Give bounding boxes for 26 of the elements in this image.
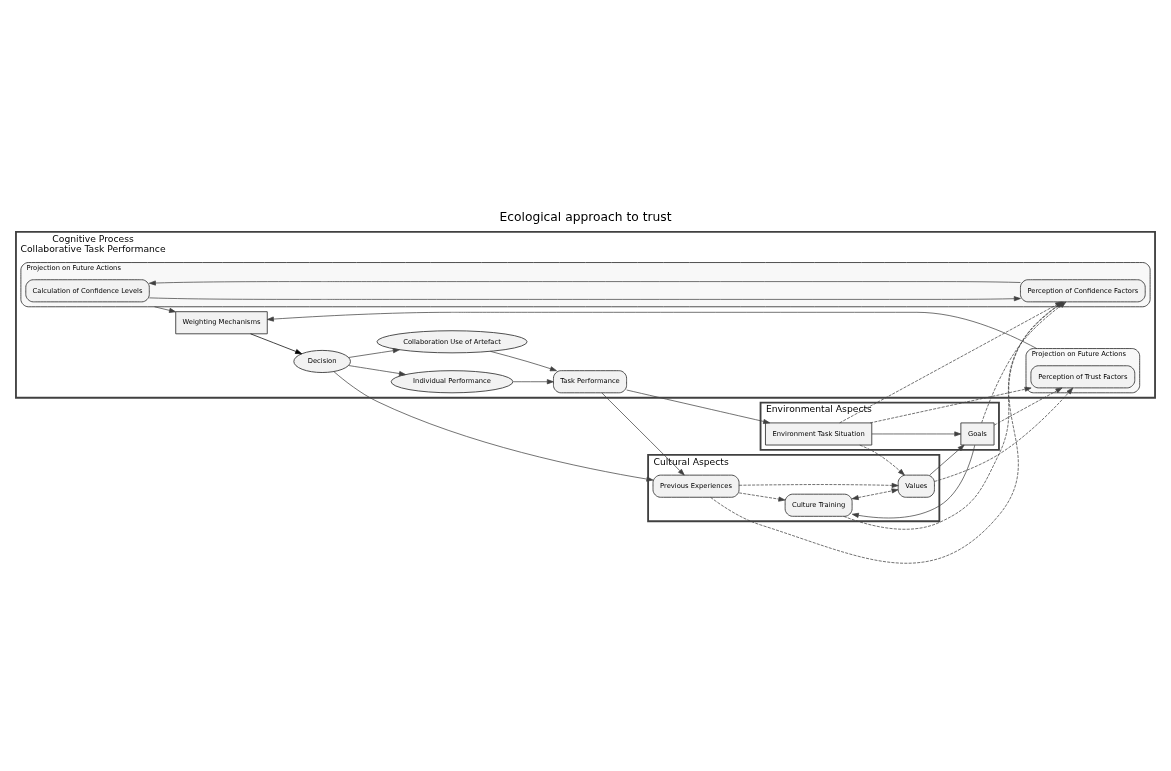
arrow	[869, 386, 1032, 423]
arrow	[710, 301, 1064, 564]
arrow	[148, 295, 1021, 301]
arrow	[148, 280, 1021, 286]
arrow	[929, 444, 965, 475]
arrow	[839, 301, 1063, 423]
arrow	[490, 350, 557, 371]
arrow	[348, 364, 406, 376]
arrow	[738, 482, 899, 488]
arrow	[250, 333, 303, 354]
diagram-title: Ecological approach to trust	[499, 209, 672, 224]
arrow	[871, 430, 962, 436]
arrow	[851, 487, 899, 500]
arrow	[993, 387, 1063, 426]
arrow	[843, 301, 1064, 530]
arrow	[154, 305, 176, 313]
arrow	[348, 347, 400, 358]
arrow	[934, 387, 1074, 482]
arrow	[601, 392, 685, 475]
arrow	[738, 492, 786, 502]
arrow	[512, 378, 554, 384]
arrow	[266, 311, 1038, 349]
arrow	[859, 444, 905, 475]
arrow	[981, 301, 1067, 423]
arrow	[626, 389, 771, 424]
arrow	[851, 444, 976, 518]
